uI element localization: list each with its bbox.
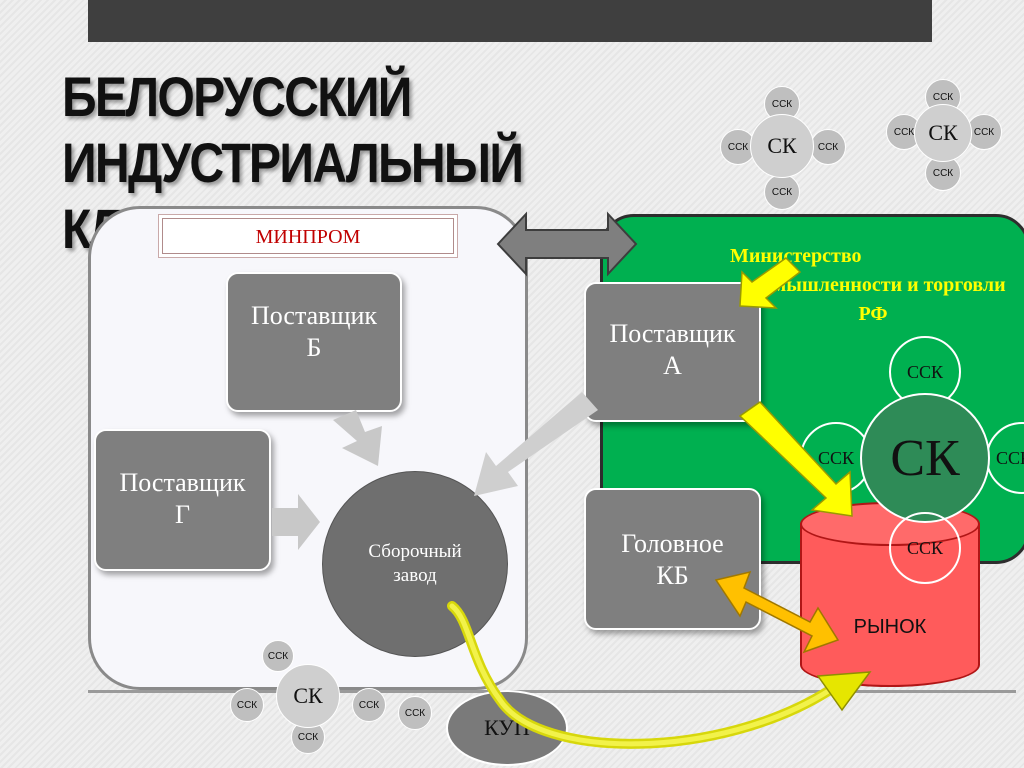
ssk-small-1d: ССК [764, 174, 800, 210]
ssk-small-label: ССК [404, 707, 426, 719]
sk-label: СК [890, 429, 960, 487]
ssk-small-label: ССК [973, 126, 995, 138]
sk-small-3: СК [276, 664, 340, 728]
ssk-label: ССК [906, 361, 944, 382]
supplier-a-box: Поставщик А [584, 282, 761, 422]
ssk-small-2d: ССК [925, 155, 961, 191]
sk-label: СК [928, 120, 958, 145]
ssk-label: ССК [996, 447, 1024, 468]
ssk-small-label: ССК [771, 98, 793, 110]
supplier-a-line-1: Поставщик [609, 319, 736, 348]
ssk-small-3c: ССК [352, 688, 386, 722]
ministry-line-3: РФ [858, 303, 888, 325]
ssk-small-label: ССК [932, 91, 954, 103]
ssk-small-label: ССК [727, 141, 749, 153]
ministry-label: Министерство промышленности и торговли Р… [728, 242, 1018, 329]
supplier-a-line-2: А [663, 351, 682, 380]
assembly-line-2: завод [393, 565, 437, 586]
head-kb-line-2: КБ [656, 561, 689, 590]
ssk-circle-bottom: ССК [889, 512, 961, 584]
assembly-line-1: Сборочный [368, 541, 462, 562]
ssk-label: ССК [817, 447, 855, 468]
ssk-small-1c: ССК [810, 129, 846, 165]
ssk-small-label: ССК [297, 731, 319, 743]
ssk-small-label: ССК [893, 126, 915, 138]
ssk-small-label: ССК [932, 167, 954, 179]
ssk-small-label: ССК [817, 141, 839, 153]
sk-circle-big: СК [860, 393, 990, 523]
head-kb-box: Головное КБ [584, 488, 761, 630]
sk-small-1: СК [750, 114, 814, 178]
supplier-g-line-1: Поставщик [119, 468, 246, 497]
supplier-g-box: Поставщик Г [94, 429, 271, 571]
title-line-1: БЕЛОРУССКИЙ [62, 65, 412, 128]
head-kb-line-1: Головное [621, 529, 724, 558]
supplier-b-line-1: Поставщик [250, 301, 378, 330]
ssk-label: ССК [906, 537, 944, 558]
supplier-g-line-2: Г [174, 500, 191, 529]
ministry-line-1: Министерство [730, 245, 862, 267]
minprom-label: МИНПРОМ [158, 214, 458, 258]
ssk-small-label: ССК [236, 699, 258, 711]
ssk-small-2c: ССК [966, 114, 1002, 150]
ssk-small-label: ССК [358, 699, 380, 711]
sk-label: СК [293, 683, 323, 708]
market-label: РЫНОК [853, 616, 927, 638]
assembly-plant-circle: Сборочный завод [322, 471, 508, 657]
ministry-line-2: промышленности и торговли [740, 274, 1006, 296]
supplier-b-box: Поставщик Б [226, 272, 402, 412]
ssk-small-label: ССК [267, 650, 289, 662]
kup-label: КУП [484, 715, 530, 740]
kup-circle: КУП [446, 690, 568, 766]
sk-label: СК [767, 133, 797, 158]
ssk-small-3a: ССК [262, 640, 294, 672]
ssk-small-3b: ССК [230, 688, 264, 722]
ssk-small-label: ССК [771, 186, 793, 198]
ssk-small-3d: ССК [398, 696, 432, 730]
bottom-divider [88, 690, 1016, 693]
supplier-b-line-2: Б [306, 333, 322, 362]
sk-small-2: СК [914, 104, 972, 162]
title-bar [88, 0, 932, 42]
